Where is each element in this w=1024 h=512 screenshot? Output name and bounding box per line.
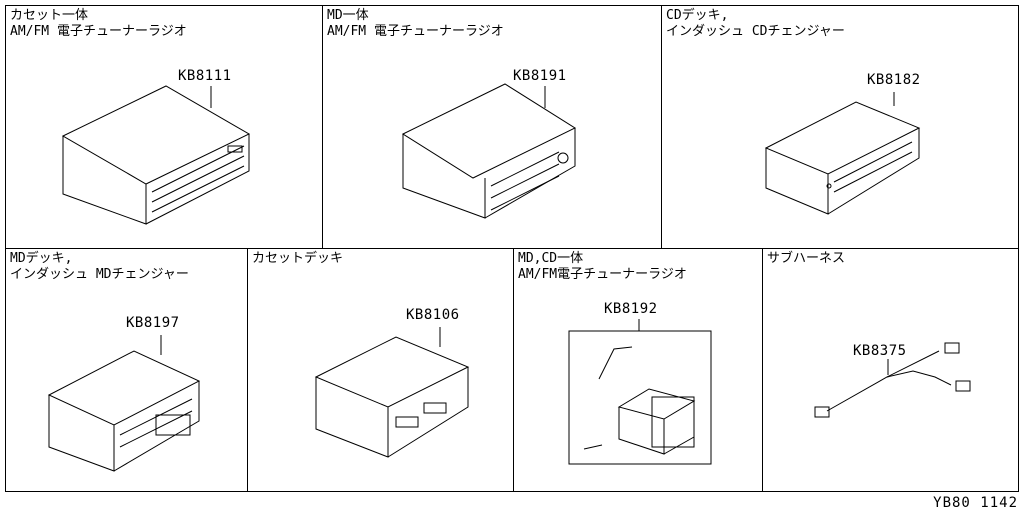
panel-cassette-deck: カセットデッキ KB8106 <box>247 248 514 492</box>
sub-harness-drawing <box>814 342 971 418</box>
panel-title: MDデッキ, インダッシュ MDチェンジャー <box>10 251 189 283</box>
cassette-radio-unit-drawing <box>61 85 251 225</box>
part-number: KB8191 <box>513 68 567 84</box>
panel-title-line1: MD,CD一体 <box>518 251 584 266</box>
panel-title: カセットデッキ <box>252 251 343 267</box>
panel-md-deck: MDデッキ, インダッシュ MDチェンジャー KB8197 <box>5 248 248 492</box>
md-cd-radio-unit-drawing <box>568 319 712 465</box>
panel-title: サブハーネス <box>767 251 845 267</box>
panel-cassette-radio: カセット一体 AM/FM 電子チューナーラジオ KB8111 <box>5 5 323 249</box>
panel-title: MD,CD一体 AM/FM電子チューナーラジオ <box>518 251 687 283</box>
panel-title: CDデッキ, インダッシュ CDチェンジャー <box>666 8 845 40</box>
panel-title: MD一体 AM/FM 電子チューナーラジオ <box>327 8 504 40</box>
panel-title-line2: インダッシュ MDチェンジャー <box>10 267 189 282</box>
panel-title-line2: AM/FM電子チューナーラジオ <box>518 267 687 282</box>
md-deck-unit-drawing <box>47 335 201 472</box>
panel-title-line2: インダッシュ CDチェンジャー <box>666 24 845 39</box>
part-number: KB8375 <box>853 343 907 359</box>
panel-sub-harness: サブハーネス KB8375 <box>762 248 1019 492</box>
md-radio-unit-drawing <box>401 83 577 219</box>
panel-title-line2: AM/FM 電子チューナーラジオ <box>327 24 504 39</box>
part-number: KB8192 <box>604 301 658 317</box>
cd-deck-unit-drawing <box>764 92 921 215</box>
panel-title-line1: サブハーネス <box>767 251 846 266</box>
panel-title-line1: カセット一体 <box>10 8 89 23</box>
panel-title-line1: MDデッキ, <box>10 251 73 266</box>
part-number: KB8197 <box>126 315 180 331</box>
panel-md-cd-radio: MD,CD一体 AM/FM電子チューナーラジオ KB8192 <box>513 248 763 492</box>
panel-md-radio: MD一体 AM/FM 電子チューナーラジオ KB8191 <box>322 5 662 249</box>
panel-title-line2: AM/FM 電子チューナーラジオ <box>10 24 187 39</box>
part-number: KB8106 <box>406 307 460 323</box>
part-number: KB8111 <box>178 68 232 84</box>
panel-title-line1: MD一体 <box>327 8 369 23</box>
panel-title: カセット一体 AM/FM 電子チューナーラジオ <box>10 8 187 40</box>
drawing-code: YB80 1142 <box>933 495 1018 511</box>
panel-title-line1: カセットデッキ <box>252 251 344 266</box>
panel-title-line1: CDデッキ, <box>666 8 729 23</box>
cassette-deck-unit-drawing <box>314 327 470 458</box>
panel-cd-deck: CDデッキ, インダッシュ CDチェンジャー KB8182 <box>661 5 1019 249</box>
part-number: KB8182 <box>867 72 921 88</box>
